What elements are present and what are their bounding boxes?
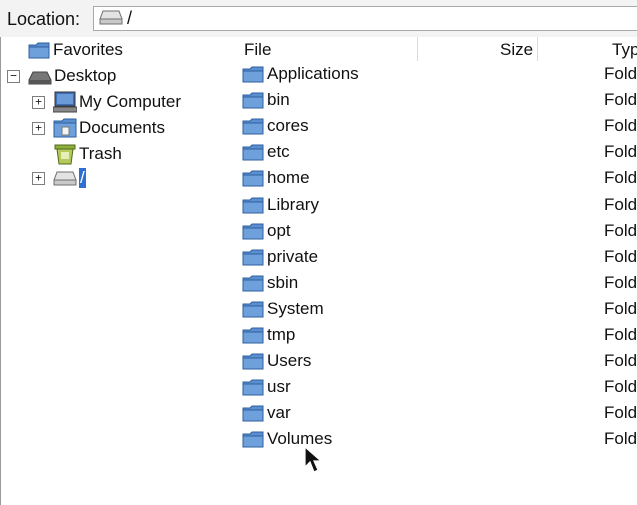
file-type: Folder [604, 64, 637, 83]
file-row[interactable]: home Folder [237, 165, 637, 191]
folder-icon [242, 223, 264, 245]
folder-icon [242, 353, 264, 375]
file-name: Users [267, 351, 312, 371]
file-name: bin [267, 90, 290, 110]
file-type: Folder [604, 90, 637, 110]
file-type: Folder [604, 351, 637, 371]
tree-label-trash: Trash [79, 144, 122, 163]
tree-label-desktop: Desktop [54, 66, 117, 85]
location-path: / [127, 8, 133, 28]
column-header-file[interactable]: File [244, 40, 272, 59]
file-type: Folder [604, 168, 637, 188]
tree-label-my-computer: My Computer [79, 92, 182, 111]
folder-icon [242, 144, 264, 166]
file-name: sbin [267, 272, 299, 292]
file-row[interactable]: tmp Folder [237, 322, 637, 348]
expand-toggle[interactable]: + [32, 96, 45, 109]
file-name: etc [267, 142, 290, 162]
file-name: var [267, 403, 291, 423]
folder-icon [242, 301, 264, 323]
drive-icon [99, 10, 123, 31]
file-row[interactable]: bin Folder [237, 87, 637, 113]
folder-icon [242, 66, 264, 88]
folder-icon [242, 170, 264, 192]
desktop-icon [28, 70, 52, 90]
location-field[interactable]: / [93, 6, 637, 31]
column-divider[interactable] [417, 37, 418, 61]
column-header-size[interactable]: Size [500, 40, 534, 59]
file-name: Library [267, 194, 319, 214]
tree-label-root: / [79, 168, 86, 188]
folder-icon [242, 249, 264, 271]
file-name: usr [267, 377, 291, 397]
trash-icon [53, 143, 77, 170]
folder-icon [242, 92, 264, 114]
file-type: Folder [604, 429, 637, 449]
folder-icon [242, 405, 264, 427]
file-type: Folder [604, 403, 637, 423]
file-list-header: File Size Type [237, 37, 637, 61]
file-row[interactable]: Volumes Folder [237, 426, 637, 452]
file-name: tmp [267, 325, 296, 344]
file-row[interactable]: opt Folder [237, 218, 637, 244]
file-type: Folder [604, 325, 637, 344]
file-type: Folder [604, 246, 637, 266]
file-type: Folder [604, 377, 637, 397]
location-bar: Location: / [0, 0, 637, 38]
expand-toggle[interactable]: + [32, 122, 45, 135]
file-name: System [267, 298, 324, 318]
file-type: Folder [604, 194, 637, 214]
file-row[interactable]: cores Folder [237, 113, 637, 139]
collapse-toggle[interactable]: − [7, 70, 20, 83]
folder-icon [242, 275, 264, 297]
tree-label-favorites: Favorites [53, 40, 123, 59]
file-row[interactable]: private Folder [237, 244, 637, 270]
file-type: Folder [604, 220, 637, 240]
file-type: Folder [604, 116, 637, 136]
file-row[interactable]: var Folder [237, 400, 637, 426]
file-type: Folder [604, 142, 637, 162]
folder-icon [242, 197, 264, 219]
file-row[interactable]: usr Folder [237, 374, 637, 400]
file-name: cores [267, 116, 309, 136]
folder-icon [242, 379, 264, 401]
column-divider[interactable] [537, 37, 538, 61]
file-row[interactable]: System Folder [237, 296, 637, 322]
file-name: Applications [267, 64, 359, 83]
file-row[interactable]: etc Folder [237, 139, 637, 165]
file-type: Folder [604, 272, 637, 292]
file-name: opt [267, 220, 291, 240]
file-name: private [267, 246, 319, 266]
expand-toggle[interactable]: + [32, 172, 45, 185]
documents-folder-icon [53, 118, 77, 143]
file-row[interactable]: sbin Folder [237, 270, 637, 296]
folder-tree: Favorites − Desktop + My Computer + Docu… [0, 37, 238, 505]
folder-icon [242, 431, 264, 453]
file-list: File Size Type ApplicationsFolderbinFold… [237, 37, 637, 505]
file-row[interactable]: Users Folder [237, 348, 637, 374]
file-name: Volumes [267, 429, 333, 449]
column-header-type[interactable]: Type [612, 40, 637, 59]
folder-icon [242, 118, 264, 140]
tree-label-documents: Documents [79, 118, 165, 137]
file-name: home [267, 168, 310, 188]
location-label: Location: [7, 9, 81, 29]
folder-icon [242, 327, 264, 349]
folder-icon [28, 42, 50, 64]
computer-icon [52, 91, 78, 118]
file-row[interactable]: Applications Folder [237, 61, 637, 87]
file-row[interactable]: Library Folder [237, 192, 637, 218]
drive-icon [53, 171, 77, 192]
file-type: Folder [604, 298, 637, 318]
mouse-cursor-icon [304, 445, 323, 479]
